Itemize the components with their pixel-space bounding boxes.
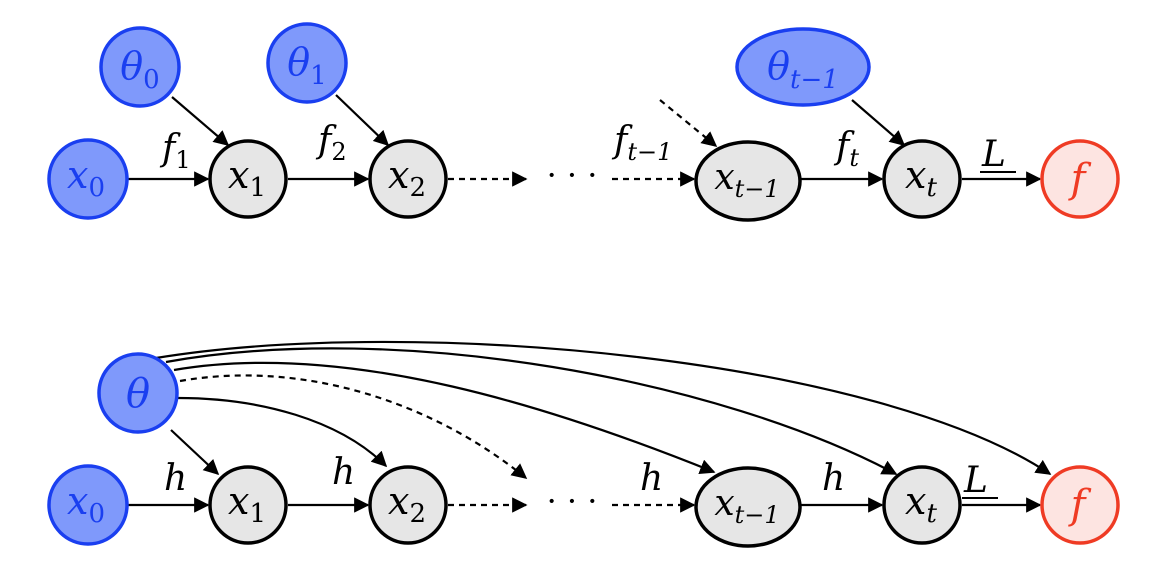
node-theta-t-minus-1 (735, 27, 871, 107)
edge-dashed-into-xt1 (659, 99, 718, 147)
node-theta1-label: θ1 (287, 40, 326, 91)
node-b-x-t-minus-1-label: xt−1 (714, 483, 779, 529)
node-x0-label: x0 (67, 153, 105, 203)
node-theta1 (266, 22, 348, 104)
node-x2-label: x2 (388, 153, 426, 203)
top-edges (128, 94, 1042, 187)
edge-label-f1: f1 (159, 128, 191, 174)
node-b-xt-label: xt (905, 479, 937, 529)
edge-b-theta-x1 (170, 429, 220, 476)
node-b-x1 (208, 465, 288, 545)
node-x2 (368, 139, 448, 219)
node-b-x0 (47, 464, 129, 546)
node-x1-label: x1 (228, 153, 266, 203)
edge-label-f-t-minus-1: ft−1 (611, 120, 672, 166)
node-theta (97, 352, 179, 434)
node-theta0 (99, 26, 181, 108)
node-b-xt (882, 465, 962, 545)
edge-label-b-L: L (963, 460, 988, 501)
node-xt (882, 139, 962, 219)
edge-b-theta-xt (165, 347, 898, 475)
edge-theta1-x2 (335, 94, 390, 147)
node-x0 (47, 138, 129, 220)
edge-label-L: L (981, 134, 1006, 175)
edge-label-h-3: h (640, 458, 663, 499)
bottom-edges (128, 340, 1052, 513)
edge-theta0-x1 (171, 96, 230, 147)
edge-label-h-1: h (164, 458, 187, 499)
edge-label-ft: ft (833, 126, 859, 172)
node-x-t-minus-1-label: xt−1 (714, 157, 779, 203)
node-b-x2 (368, 465, 448, 545)
edge-b-theta-x2 (177, 396, 388, 468)
node-theta-label: θ (126, 371, 150, 417)
bottom-ellipsis: · · · (547, 482, 598, 520)
node-x-t-minus-1 (694, 140, 802, 222)
node-b-x1-label: x1 (228, 479, 266, 529)
node-b-f (1040, 465, 1120, 545)
edge-label-h-2: h (332, 452, 355, 493)
edge-label-h-4: h (822, 458, 845, 499)
node-theta-t-minus-1-label: θt−1 (767, 44, 839, 95)
edge-b-theta-f (155, 340, 1052, 475)
edge-label-f2: f2 (315, 120, 347, 166)
edge-thetat1-xt (851, 99, 906, 147)
node-b-x0-label: x0 (67, 479, 105, 529)
bottom-diagram: θ x0 x1 x2 xt−1 xt f h h h h L · · · (47, 340, 1120, 548)
node-xt-label: xt (905, 153, 937, 203)
top-diagram: θ0 θ1 θt−1 x0 x1 x2 xt−1 xt f f1 f2 ft−1… (47, 22, 1120, 222)
node-b-x2-label: x2 (388, 479, 426, 529)
node-x1 (208, 139, 288, 219)
top-ellipsis: · · · (547, 156, 598, 194)
node-b-x-t-minus-1 (694, 466, 802, 548)
edge-b-theta-dots (179, 374, 528, 479)
node-theta0-label: θ0 (120, 44, 159, 95)
node-f (1040, 139, 1120, 219)
edge-b-theta-xt1 (173, 361, 716, 474)
